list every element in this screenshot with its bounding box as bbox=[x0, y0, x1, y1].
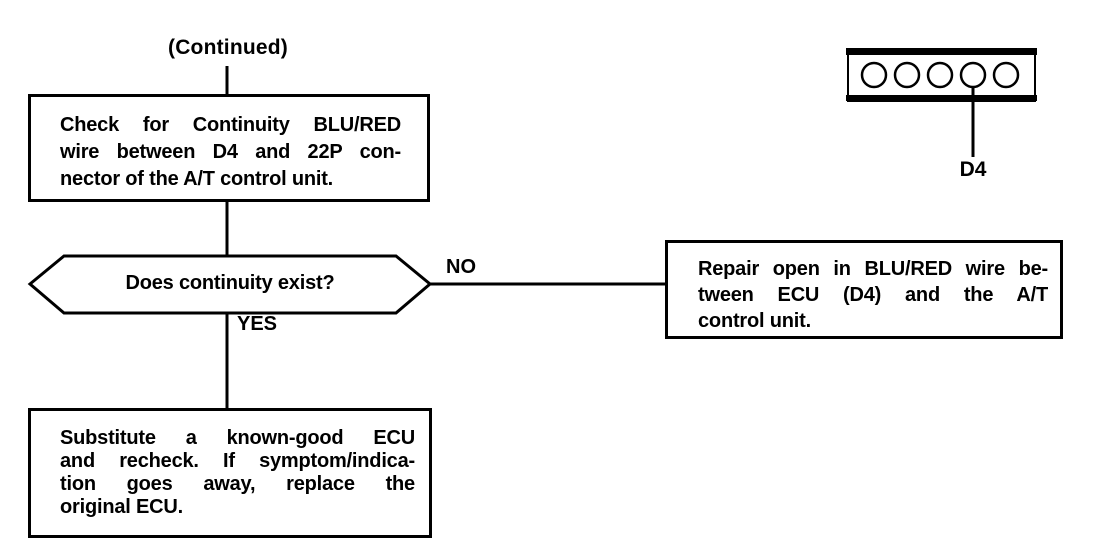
connector-pin-4 bbox=[959, 61, 987, 89]
decision-question: Does continuity exist? bbox=[125, 272, 335, 294]
no-branch-label: NO bbox=[446, 256, 476, 278]
connector-pins bbox=[860, 61, 1020, 89]
connector-pin-5 bbox=[992, 61, 1020, 89]
box-text-line: wire between D4 and 22P con- bbox=[60, 141, 401, 163]
connector-diagram bbox=[846, 48, 1037, 157]
box-text-line: and recheck. If symptom/indica- bbox=[60, 450, 415, 472]
connector-bottom-edge bbox=[846, 95, 1037, 101]
box-text-line: original ECU. bbox=[60, 496, 183, 518]
decision-hexagon bbox=[27, 254, 433, 315]
box-text-line: Substitute a known-good ECU bbox=[60, 427, 415, 449]
box-text-line: Check for Continuity BLU/RED bbox=[60, 114, 401, 136]
box-text-line: control unit. bbox=[698, 310, 811, 332]
connector-label: D4 bbox=[959, 158, 987, 181]
no-action-box: Repair open in BLU/RED wire be-tween ECU… bbox=[665, 240, 1063, 339]
box-text-line: Repair open in BLU/RED wire be- bbox=[698, 258, 1048, 280]
connector-pin-3 bbox=[926, 61, 954, 89]
yes-branch-label: YES bbox=[237, 313, 278, 335]
step1-box: Check for Continuity BLU/RED wire between… bbox=[28, 94, 430, 202]
connector-top-edge bbox=[846, 48, 1037, 55]
continued-label: (Continued) bbox=[168, 36, 288, 59]
box-text-line: nector of the A/T control unit. bbox=[60, 168, 334, 190]
box-text-line: tween ECU (D4) and the A/T bbox=[698, 284, 1048, 306]
connector-pin-1 bbox=[860, 61, 888, 89]
connector-pin-2 bbox=[893, 61, 921, 89]
box-text-line: tion goes away, replace the bbox=[60, 473, 415, 495]
